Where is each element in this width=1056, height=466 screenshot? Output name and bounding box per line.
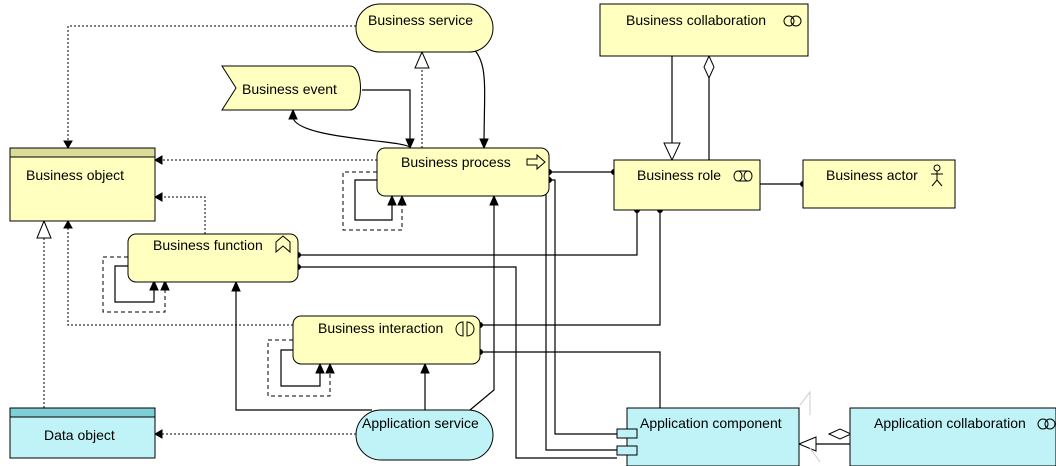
business-interaction-node[interactable]: Business interaction (292, 315, 481, 365)
arrowhead-process-top (479, 138, 489, 150)
application-service-label: Application service (362, 415, 479, 431)
process-self-loop-outer (342, 171, 403, 231)
application-service-node[interactable]: Application service (355, 409, 494, 461)
usage-appservice-to-process (469, 196, 495, 411)
specialization-arrowhead (663, 142, 681, 162)
business-actor-label: Business actor (826, 167, 918, 183)
business-process-label: Business process (401, 154, 511, 170)
arrowhead-event-process (405, 138, 415, 150)
access-service-to-object (67, 25, 356, 148)
access-function-to-object (155, 196, 206, 234)
triggering-process-to-event (292, 117, 411, 149)
access-arrowhead-4 (63, 219, 73, 229)
interaction-loop-arrow-1 (315, 362, 325, 374)
process-arrow-icon (526, 153, 546, 171)
function-self-loop-outer (102, 256, 166, 313)
application-collaboration-label: Application collaboration (874, 415, 1026, 431)
business-object-node[interactable]: Business object (9, 147, 156, 222)
actor-stick-figure-icon (931, 164, 943, 187)
business-event-node[interactable]: Business event (221, 65, 361, 111)
specialization-arrowhead-app (797, 436, 817, 452)
business-collaboration-node[interactable]: Business collaboration (599, 3, 809, 57)
app-collaboration-circles-icon (1037, 418, 1056, 430)
business-service-node[interactable]: Business service (355, 3, 494, 53)
business-collaboration-label: Business collaboration (626, 12, 766, 28)
triggering-service-to-process (465, 41, 486, 149)
business-object-label: Business object (26, 167, 124, 183)
business-role-label: Business role (637, 167, 721, 183)
connections (36, 25, 853, 459)
arrowhead-process-bottom (489, 194, 499, 206)
collaboration-circles-icon (783, 15, 802, 27)
access-arrowhead-3 (153, 192, 163, 202)
interaction-split-circle-icon (455, 321, 475, 337)
faint-outline-1 (799, 390, 811, 415)
assignment-component-to-interaction (480, 351, 661, 408)
interaction-loop-arrow-2 (325, 362, 335, 374)
arrowhead-event (288, 108, 298, 120)
function-self-loop-inner (114, 265, 155, 303)
business-actor-node[interactable]: Business actor (802, 159, 956, 209)
arrowhead-function-bottom (231, 280, 241, 292)
business-process-node[interactable]: Business process (376, 147, 550, 197)
process-loop-arrow-2 (397, 194, 407, 206)
function-chevron-icon (275, 235, 291, 254)
usage-appservice-to-function (235, 282, 372, 411)
access-interaction-to-object (67, 221, 293, 326)
interaction-self-loop-inner (280, 349, 321, 387)
application-component-node[interactable]: Application component (616, 407, 800, 466)
business-interaction-label: Business interaction (318, 320, 443, 336)
access-arrowhead-2 (153, 155, 163, 165)
business-function-node[interactable]: Business function (127, 233, 299, 283)
aggregation-diamond-app (827, 428, 853, 440)
business-function-label: Business function (153, 237, 263, 253)
business-service-label: Business service (368, 12, 473, 28)
process-self-loop-inner (354, 179, 393, 221)
aggregation-diamond (703, 54, 715, 80)
role-cylinder-icon (733, 170, 753, 182)
interaction-self-loop-outer (267, 339, 331, 397)
business-event-label: Business event (242, 81, 337, 97)
application-component-label: Application component (640, 415, 782, 431)
process-loop-arrow-1 (387, 194, 397, 206)
assignment-component-to-process-2 (545, 187, 617, 451)
assignment-component-to-function (298, 266, 617, 459)
assignment-role-to-interaction (480, 210, 661, 326)
triggering-event-to-process (362, 89, 411, 148)
function-loop-arrow-2 (160, 279, 170, 291)
access-arrowhead-5 (153, 429, 163, 439)
arrowhead-interaction-bottom (420, 362, 430, 374)
faint-outline-2 (809, 447, 821, 463)
realization-arrowhead-object (36, 219, 52, 239)
application-collaboration-node[interactable]: Application collaboration (849, 407, 1056, 466)
access-arrowhead-1 (63, 140, 73, 150)
data-object-label: Data object (44, 427, 115, 443)
assignment-component-to-process (549, 179, 617, 435)
business-role-node[interactable]: Business role (613, 159, 761, 211)
assignment-role-to-function (298, 210, 638, 256)
data-object-node[interactable]: Data object (9, 407, 156, 459)
realization-arrowhead-service (414, 50, 430, 69)
function-loop-arrow-1 (149, 279, 159, 291)
